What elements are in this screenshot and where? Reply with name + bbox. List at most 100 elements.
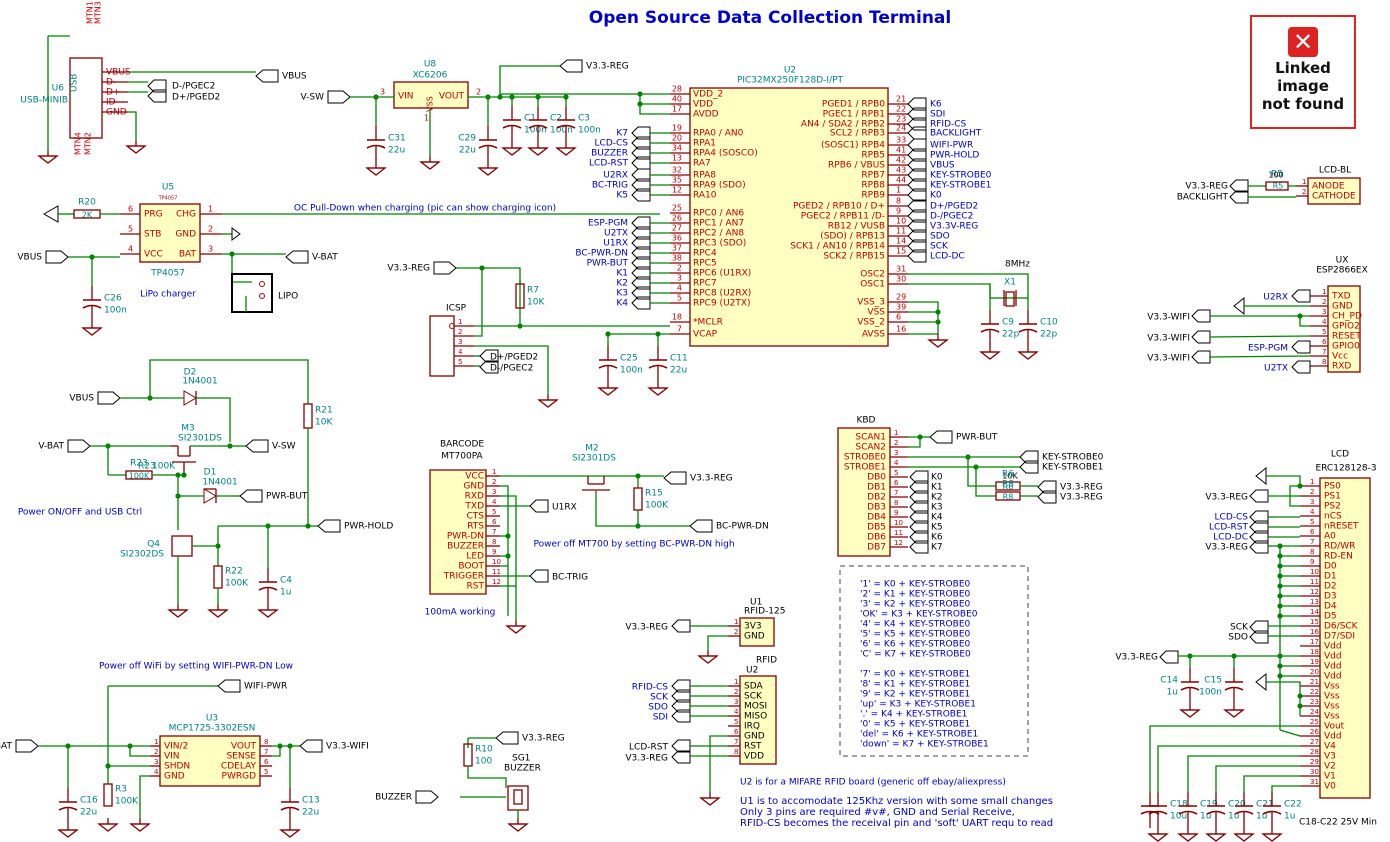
net-label: K3: [931, 503, 943, 513]
net-label: BC-PWR-DN: [575, 249, 628, 259]
junction: [485, 94, 491, 100]
net-label: K4: [616, 299, 628, 309]
res-ref: R5: [1271, 170, 1283, 180]
resistor-icon: [633, 487, 643, 511]
net-flag: [929, 430, 953, 444]
kbd-ref: KBD: [856, 416, 875, 426]
wifi-reg-body: [159, 735, 261, 787]
pin-number: 41: [896, 146, 906, 155]
wire: [192, 526, 219, 547]
broken-image-text-2: image: [1277, 77, 1329, 95]
wire: [1215, 765, 1300, 792]
net-label: V3.3-REG: [1060, 483, 1103, 493]
usb-mtn: MTN2: [84, 132, 93, 155]
resistor-icon: [103, 783, 113, 807]
pin-number: 20: [1310, 668, 1319, 676]
net-flag: [1249, 540, 1269, 554]
net-label: SCK: [930, 242, 949, 252]
pin-name: V4: [1324, 742, 1336, 752]
pin-name: SCK: [744, 692, 763, 702]
net-label: LCD-RST: [629, 743, 668, 753]
ground-icon: [57, 829, 79, 838]
pin-name: STROBE1: [844, 463, 886, 473]
diode-icon: [203, 488, 217, 504]
net-flag: [671, 739, 691, 753]
pin-number: 8: [264, 738, 268, 746]
broken-image-icon: ✕: [1288, 27, 1318, 57]
pin-name: PGED2 / RPB10 / D+: [793, 202, 885, 212]
pin-number: 29: [1310, 758, 1319, 766]
junction: [637, 91, 643, 97]
mosfet-ref: M2: [585, 444, 599, 454]
pin-name: Vdd: [1324, 642, 1342, 652]
reg-ref: U8: [424, 60, 437, 70]
ground-icon: [697, 655, 719, 664]
lcd-bl-body: [1307, 177, 1361, 205]
ground-icon: [527, 147, 549, 156]
pin-name: D7/SDI: [1324, 632, 1355, 642]
pin-name: RPC3 (SDO): [693, 239, 746, 249]
cap-value: 100n: [524, 126, 547, 136]
pin-number: 19: [1310, 658, 1319, 666]
pin-name: GPIO2: [1332, 322, 1360, 332]
ground-icon: [699, 797, 721, 806]
net-flag: [433, 261, 457, 275]
cap-value: 1u: [1284, 812, 1295, 822]
pin-name: RB12 / VUSB: [828, 222, 885, 232]
pin-number: 13: [672, 154, 682, 163]
net-flag: [495, 731, 519, 745]
res-ref: R7: [527, 286, 539, 296]
pin-name: (SOSC1) RPB4: [821, 141, 885, 151]
net-label: U1RX: [552, 503, 577, 513]
net-flag: [907, 126, 927, 140]
capacitor-icon: [648, 364, 668, 369]
pin-number: 44: [896, 176, 906, 185]
pin-name: RPB9: [861, 191, 885, 201]
pin-name: VCAP: [693, 330, 718, 340]
net-label: K6: [931, 533, 943, 543]
pin-name: CHG: [176, 210, 196, 220]
cap-ref: C20: [1228, 800, 1246, 810]
ground-icon: [129, 823, 151, 832]
capacitor-icon: [280, 806, 300, 811]
pin-name: VDD_2: [693, 90, 723, 100]
pin-number: 4: [458, 348, 463, 356]
cap-value: 1u: [1200, 812, 1211, 822]
pin-number: 1: [1302, 178, 1306, 186]
net-flag: [671, 619, 691, 633]
wire: [128, 111, 137, 140]
pin-name: nCS: [1324, 512, 1342, 522]
net-label: D+/PGED2: [930, 202, 978, 212]
net-label: V3.3-WIFI: [326, 742, 369, 752]
capacitor-icon: [1224, 686, 1244, 691]
wire: [499, 65, 560, 97]
net-flag: [671, 750, 691, 764]
ground-icon: [81, 327, 103, 336]
net-label: V-BAT: [312, 253, 338, 263]
res-ref: R23: [138, 462, 156, 472]
ground-icon: [597, 387, 619, 396]
net-label: LCD-CS: [595, 139, 629, 149]
usb-ref: U6: [52, 84, 65, 94]
net-label: PWR-HOLD: [930, 151, 979, 161]
pin-name: PS1: [1324, 492, 1341, 502]
broken-image-placeholder: ✕ Linked image not found: [1250, 15, 1356, 129]
pin-number: 1: [1322, 288, 1326, 296]
cap-value: 22p: [1002, 330, 1019, 340]
gnd-arrow-icon: [231, 227, 241, 241]
pin-number: 5: [264, 768, 268, 776]
pin-name: STROBE0: [844, 453, 886, 463]
buzzer-ref: SG1: [512, 754, 530, 764]
res-value: 100: [1268, 171, 1283, 180]
net-label: K3: [616, 289, 628, 299]
pin-name: RPB8: [861, 181, 885, 191]
mosfet-ref: M3: [181, 424, 195, 434]
pin-number: 35: [672, 176, 682, 185]
pin-name: RPA1: [693, 139, 716, 149]
net-label: V3.3V-REG: [930, 222, 978, 232]
pin-number: 9: [1310, 558, 1314, 566]
net-label: LCD-RST: [1209, 523, 1248, 533]
net-label: BC-PWR-DN: [716, 522, 769, 532]
pin-name: SCK2 / RPB15: [823, 252, 885, 262]
net-label: D+/PGED2: [490, 353, 538, 363]
